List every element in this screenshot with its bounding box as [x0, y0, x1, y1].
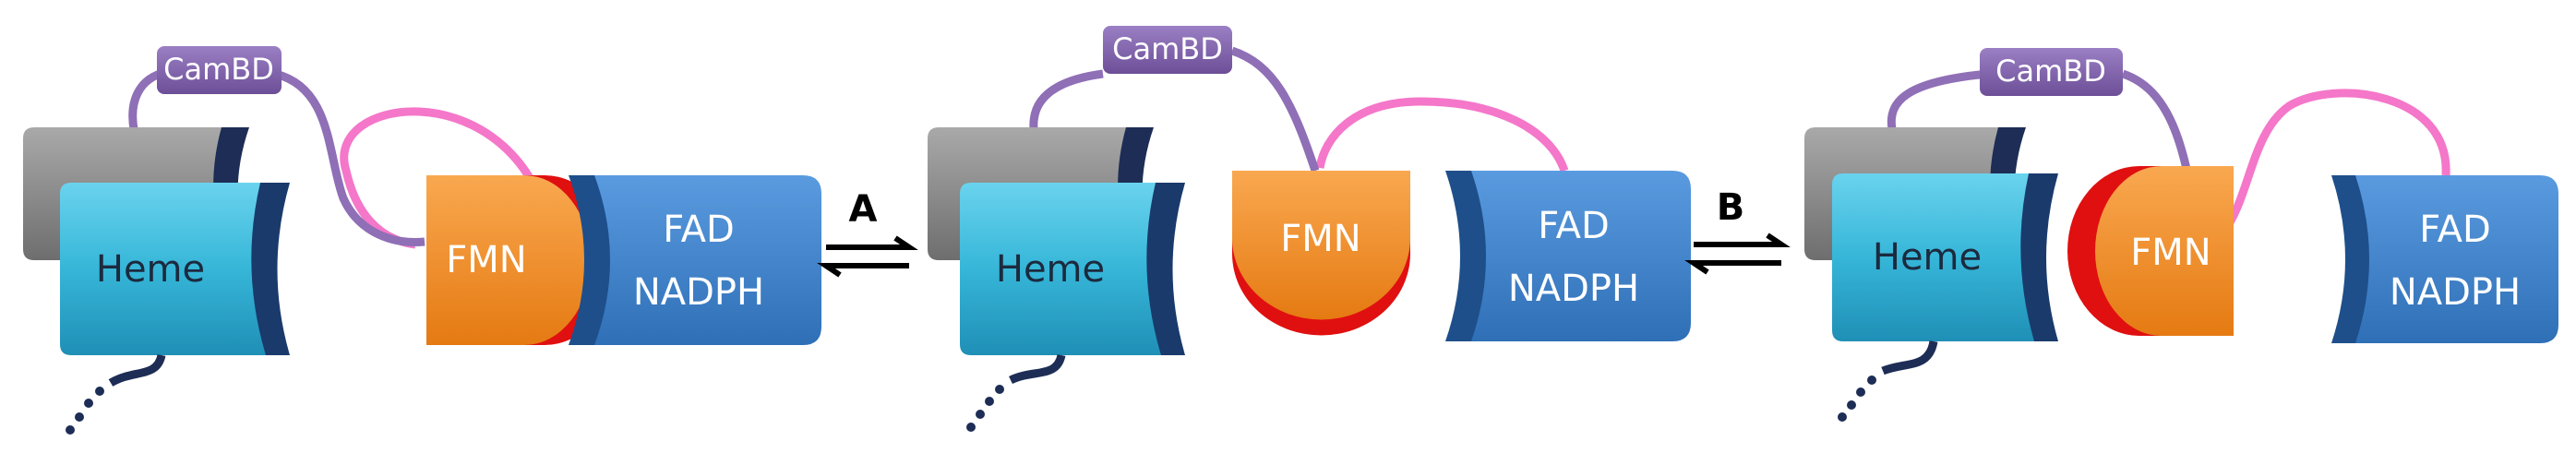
fmn-label: FMN: [1280, 218, 1360, 260]
state-1: CamBD Heme FMN FAD NADPH: [23, 46, 821, 435]
fad-label: FAD: [1538, 205, 1610, 247]
fad-nadph-domain: FAD NADPH: [569, 175, 821, 345]
nadph-label: NADPH: [633, 271, 764, 314]
nadph-label: NADPH: [2390, 271, 2521, 314]
linker-purple: [1029, 69, 1104, 130]
fmn-domain: FMN: [426, 175, 616, 345]
fmn-domain: FMN: [2067, 166, 2234, 336]
camBD-box: CamBD: [1980, 48, 2123, 96]
camBD-box: CamBD: [157, 46, 282, 94]
fad-label: FAD: [2419, 209, 2491, 251]
fad-label: FAD: [663, 209, 735, 251]
heme-domain: Heme: [960, 183, 1185, 355]
fad-nadph-domain: FAD NADPH: [1445, 171, 1691, 341]
heme-label: Heme: [996, 248, 1105, 291]
camBD-label: CamBD: [1995, 54, 2106, 89]
heme-tail: [1838, 340, 1938, 422]
heme-tail: [66, 353, 166, 435]
equilibrium-arrow-a: A: [817, 188, 918, 278]
fad-nadph-domain: FAD NADPH: [2331, 175, 2558, 343]
fmn-label: FMN: [446, 239, 526, 281]
linker-purple: [1887, 69, 1990, 130]
camBD-label: CamBD: [1112, 31, 1223, 66]
linker-purple: [273, 69, 425, 246]
equilibrium-arrow-b: B: [1684, 186, 1791, 275]
linker-pink: [340, 107, 549, 249]
linker-purple: [1230, 46, 1320, 173]
camBD-label: CamBD: [163, 52, 274, 87]
arrow-b-label: B: [1717, 186, 1745, 229]
camBD-box: CamBD: [1103, 26, 1232, 74]
fmn-label: FMN: [2130, 232, 2211, 274]
state-3: CamBD Heme FMN FAD NADPH: [1804, 48, 2558, 422]
nadph-label: NADPH: [1508, 268, 1639, 310]
state-2: CamBD Heme FMN FAD NADPH: [928, 26, 1691, 432]
heme-domain: Heme: [60, 183, 290, 355]
heme-label: Heme: [96, 248, 205, 291]
fmn-domain: FMN: [1232, 171, 1410, 336]
linker-pink: [1315, 97, 1569, 173]
heme-tail: [966, 353, 1066, 432]
heme-label: Heme: [1873, 236, 1982, 279]
heme-domain: Heme: [1832, 173, 2058, 341]
linker-pink: [2199, 89, 2450, 256]
arrow-a-label: A: [849, 188, 878, 231]
